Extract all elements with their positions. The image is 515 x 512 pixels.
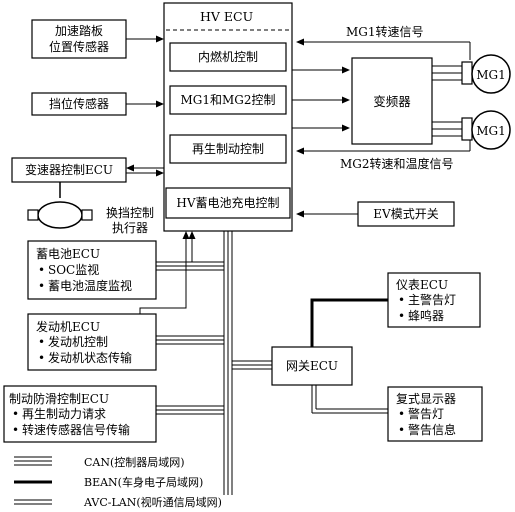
block-mg-control xyxy=(169,85,287,115)
block-regen-control-label: 再生制动控制 xyxy=(192,142,264,156)
abs-ecu-item-2: 转速传感器信号传输 xyxy=(22,422,130,437)
shift-arrow-head xyxy=(156,100,164,108)
mg2-terminal xyxy=(461,117,473,141)
battery-ecu-item-2: 蓄电池温度监视 xyxy=(48,278,132,293)
trans-ecu-box xyxy=(11,157,127,183)
actuator-label-1: 换挡控制 xyxy=(106,206,154,220)
engine-direct-line xyxy=(139,236,187,314)
block-battery-charge-control xyxy=(165,187,291,219)
mg1-motor-label: MG1 xyxy=(476,68,506,82)
block-mg-control-label: MG1和MG2控制 xyxy=(180,93,275,107)
block-battery-charge-control-label: HV蓄电池充电控制 xyxy=(176,195,279,210)
shift-actuator-right-cap xyxy=(81,209,93,221)
accel-sensor-label-1: 加速踏板 xyxy=(55,24,103,38)
engine-ecu-bullet-1: • xyxy=(38,335,45,349)
mg1-signal-arrow xyxy=(296,38,304,46)
actuator-label-2: 执行器 xyxy=(112,221,148,235)
multi-display-title: 复式显示器 xyxy=(396,392,456,406)
mg2-signal-label: MG2转速和温度信号 xyxy=(340,156,454,171)
legend-bean-label: BEAN(车身电子局域网) xyxy=(84,475,203,489)
engine-ecu-item-2: 发动机状态传输 xyxy=(48,350,132,365)
abs-ecu-title: 制动防滑控制ECU xyxy=(9,391,109,406)
meter-ecu-bullet-1: • xyxy=(398,293,405,307)
legend-can-label: CAN(控制器局域网) xyxy=(84,455,185,469)
engine-ecu-title: 发动机ECU xyxy=(36,319,100,334)
trans-ecu-arrow-left xyxy=(126,164,134,172)
meter-ecu-title: 仪表ECU xyxy=(396,278,448,292)
multi-display-bullet-1: • xyxy=(398,407,405,421)
ev-switch-arrow xyxy=(296,210,304,218)
shift-actuator-left-cap xyxy=(27,209,39,221)
meter-ecu-item-1: 主警告灯 xyxy=(408,292,456,307)
gateway-ecu-label: 网关ECU xyxy=(286,359,338,373)
multi-display-box xyxy=(387,386,483,442)
abs-ecu-box xyxy=(3,385,157,443)
inverter-box xyxy=(351,57,433,145)
shift-sensor-label: 挡位传感器 xyxy=(49,96,109,111)
engine-direct-arrow xyxy=(182,231,190,239)
battery-monitor-arrow xyxy=(188,231,196,239)
mg2-motor-icon xyxy=(471,110,511,150)
block-regen-control xyxy=(169,134,287,164)
accel-sensor-box xyxy=(31,19,127,59)
gateway-ecu-box xyxy=(271,346,353,386)
engine-ecu-box xyxy=(27,313,157,371)
accel-sensor-label-2: 位置传感器 xyxy=(49,39,109,54)
shift-actuator-icon xyxy=(37,201,83,229)
block-engine-control-label: 内燃机控制 xyxy=(198,49,258,64)
trans-ecu-label: 变速器控制ECU xyxy=(25,162,113,177)
multi-display-bullet-2: • xyxy=(398,423,405,437)
meter-ecu-bullet-2: • xyxy=(398,309,405,323)
battery-ecu-bullet-1: • xyxy=(38,263,45,277)
accel-arrow-head xyxy=(156,35,164,43)
mg2-motor-label: MG1 xyxy=(476,124,506,138)
ctrl-arrow-3 xyxy=(342,124,350,132)
mg2-signal-arrow xyxy=(296,147,304,155)
hv-ecu-title: HV ECU xyxy=(200,9,253,24)
bean-to-meter xyxy=(310,298,388,347)
mg1-motor-icon xyxy=(471,54,511,94)
battery-ecu-box xyxy=(27,240,157,300)
ev-switch-label: EV模式开关 xyxy=(373,207,438,221)
battery-ecu-title: 蓄电池ECU xyxy=(36,247,100,261)
meter-ecu-box xyxy=(387,272,481,328)
mg1-terminal xyxy=(461,61,473,85)
engine-ecu-bullet-2: • xyxy=(38,351,45,365)
battery-ecu-item-1: SOC监视 xyxy=(48,262,99,277)
inverter-label: 变频器 xyxy=(373,94,411,109)
engine-ecu-item-1: 发动机控制 xyxy=(48,334,108,349)
block-engine-control xyxy=(169,42,287,72)
mg1-signal-label: MG1转速信号 xyxy=(346,24,424,39)
multi-display-item-2: 警告信息 xyxy=(408,422,456,437)
multi-display-item-1: 警告灯 xyxy=(408,406,444,421)
battery-ecu-bullet-2: • xyxy=(38,279,45,293)
abs-ecu-bullet-1: • xyxy=(12,407,19,421)
abs-ecu-bullet-2: • xyxy=(12,423,19,437)
meter-ecu-item-2: 蜂鸣器 xyxy=(408,308,444,323)
trans-ecu-arrow-right xyxy=(156,169,164,177)
legend-avc-label: AVC-LAN(视听通信局域网) xyxy=(83,495,222,509)
abs-ecu-item-1: 再生制动力请求 xyxy=(22,407,106,421)
ctrl-arrow-2 xyxy=(342,96,350,104)
ctrl-arrow-1 xyxy=(342,66,350,74)
